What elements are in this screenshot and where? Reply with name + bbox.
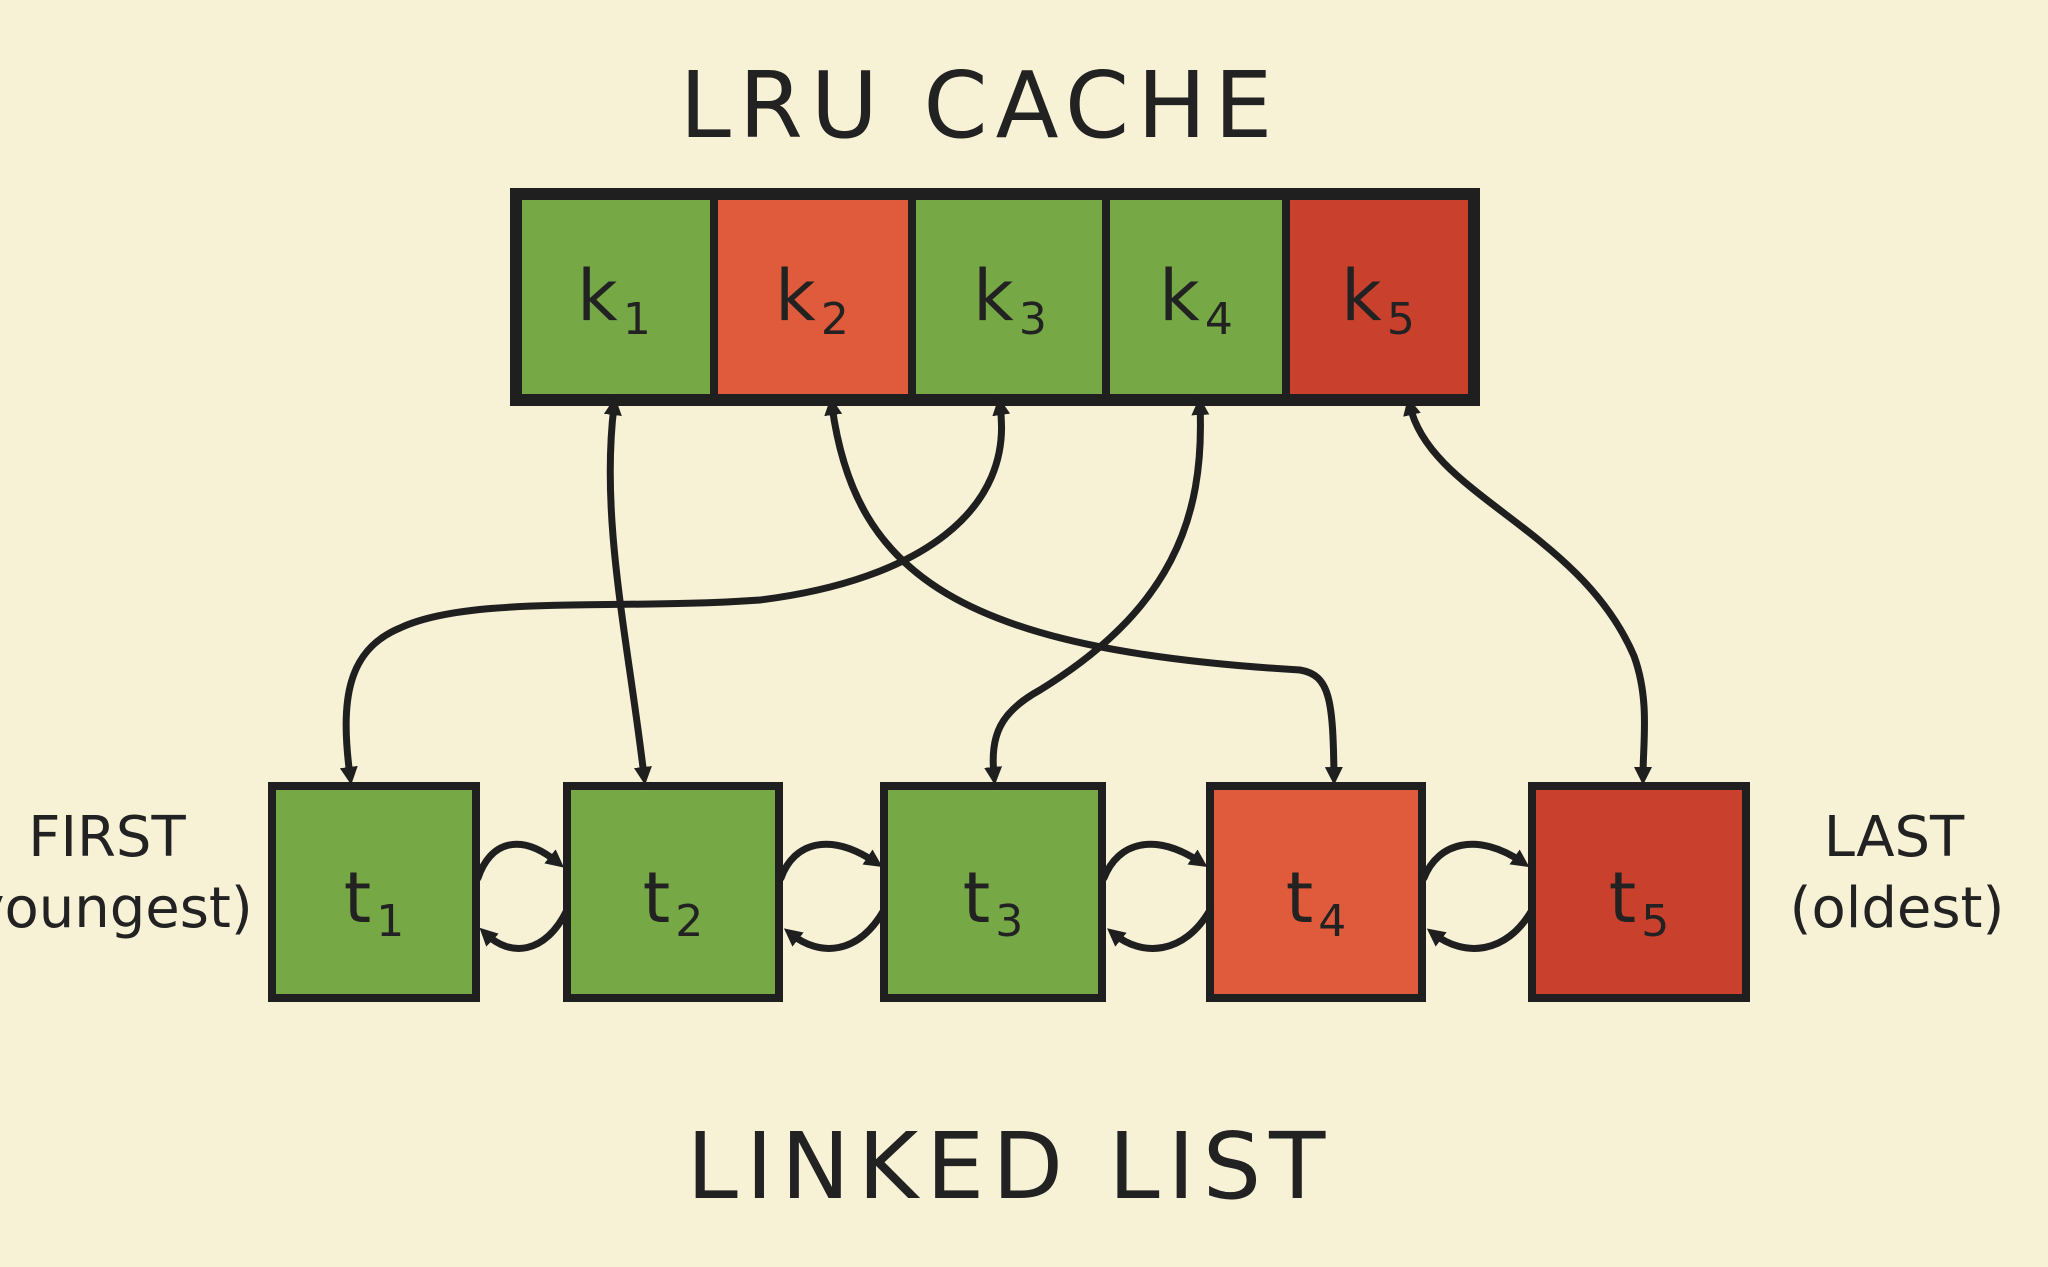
key-main-text: k <box>1159 255 1200 337</box>
cache-key-box <box>1282 192 1476 402</box>
cache-key-k3: k 3 <box>908 192 1110 402</box>
last-sub-label: (oldest) <box>1790 876 2005 941</box>
node-sub-text: 2 <box>675 896 703 947</box>
list-node-label: t 3 <box>963 857 1024 947</box>
list-links <box>474 840 1536 952</box>
list-node-box <box>268 782 480 1002</box>
arrow-k5-t5 <box>1403 397 1653 785</box>
list-node-t3: t 3 <box>880 782 1106 1002</box>
key-main-text: k <box>775 255 816 337</box>
key-sub-text: 2 <box>821 294 849 345</box>
side-labels: FIRST youngest) LAST (oldest) <box>0 805 2004 941</box>
cache-key-label: k 5 <box>1341 255 1415 345</box>
list-node-t4: t 4 <box>1206 782 1426 1002</box>
last-label: LAST <box>1824 805 1965 870</box>
cache-key-k1: k 1 <box>514 192 718 402</box>
link-t5-t4-back <box>1426 906 1536 952</box>
key-main-text: k <box>1341 255 1382 337</box>
link-t4-t3-back <box>1107 906 1214 952</box>
link-t3-t2-back <box>783 906 888 952</box>
first-label: FIRST <box>28 805 186 870</box>
list-node-box <box>880 782 1106 1002</box>
cache-key-label: k 3 <box>973 255 1047 345</box>
link-t3-t4-forward <box>1100 840 1208 882</box>
key-sub-text: 4 <box>1205 294 1233 345</box>
node-sub-text: 1 <box>376 896 404 947</box>
list-node-t2: t 2 <box>563 782 783 1002</box>
node-main-text: t <box>643 857 670 939</box>
node-sub-text: 5 <box>1641 896 1669 947</box>
list-node-t1: t 1 <box>268 782 480 1002</box>
node-main-text: t <box>1286 857 1313 939</box>
node-main-text: t <box>1609 857 1636 939</box>
list-node-label: t 2 <box>643 857 704 947</box>
cache-key-k5: k 5 <box>1282 192 1476 402</box>
list-node-t5: t 5 <box>1528 782 1750 1002</box>
diagram-title: LRU CACHE <box>680 52 1281 159</box>
node-sub-text: 3 <box>995 896 1023 947</box>
key-sub-text: 5 <box>1387 294 1415 345</box>
node-sub-text: 4 <box>1318 896 1346 947</box>
list-node-box <box>1528 782 1750 1002</box>
key-main-text: k <box>577 255 618 337</box>
link-t4-t5-forward <box>1420 840 1530 882</box>
linked-list-title: LINKED LIST <box>687 1113 1334 1220</box>
key-main-text: k <box>973 255 1014 337</box>
link-t2-t3-forward <box>777 840 883 882</box>
cache-key-k2: k 2 <box>710 192 916 402</box>
mapping-arrows <box>339 397 1653 785</box>
arrow-k2-t4 <box>824 397 1343 785</box>
cache-key-box <box>710 192 916 402</box>
cache-key-label: k 2 <box>775 255 849 345</box>
node-main-text: t <box>963 857 990 939</box>
key-sub-text: 3 <box>1019 294 1047 345</box>
arrow-k3-t1 <box>339 397 1011 785</box>
list-node-box <box>1206 782 1426 1002</box>
cache-key-label: k 1 <box>577 255 651 345</box>
list-node-label: t 4 <box>1286 857 1347 947</box>
arrow-k4-t3 <box>984 397 1210 785</box>
cache-key-k4: k 4 <box>1102 192 1290 402</box>
link-t1-t2-forward <box>474 840 564 882</box>
link-t2-t1-back <box>479 906 571 952</box>
cache-row: k 1 k 2 k 3 k 4 <box>510 188 1480 406</box>
node-main-text: t <box>344 857 371 939</box>
key-sub-text: 1 <box>623 294 651 345</box>
cache-key-label: k 4 <box>1159 255 1233 345</box>
arrow-k1-t2 <box>603 397 652 785</box>
linked-list-row: t 1 t 2 t 3 t 4 <box>268 782 1750 1002</box>
first-sub-label: youngest) <box>0 876 253 941</box>
list-node-label: t 1 <box>344 857 405 947</box>
list-node-label: t 5 <box>1609 857 1670 947</box>
list-node-box <box>563 782 783 1002</box>
